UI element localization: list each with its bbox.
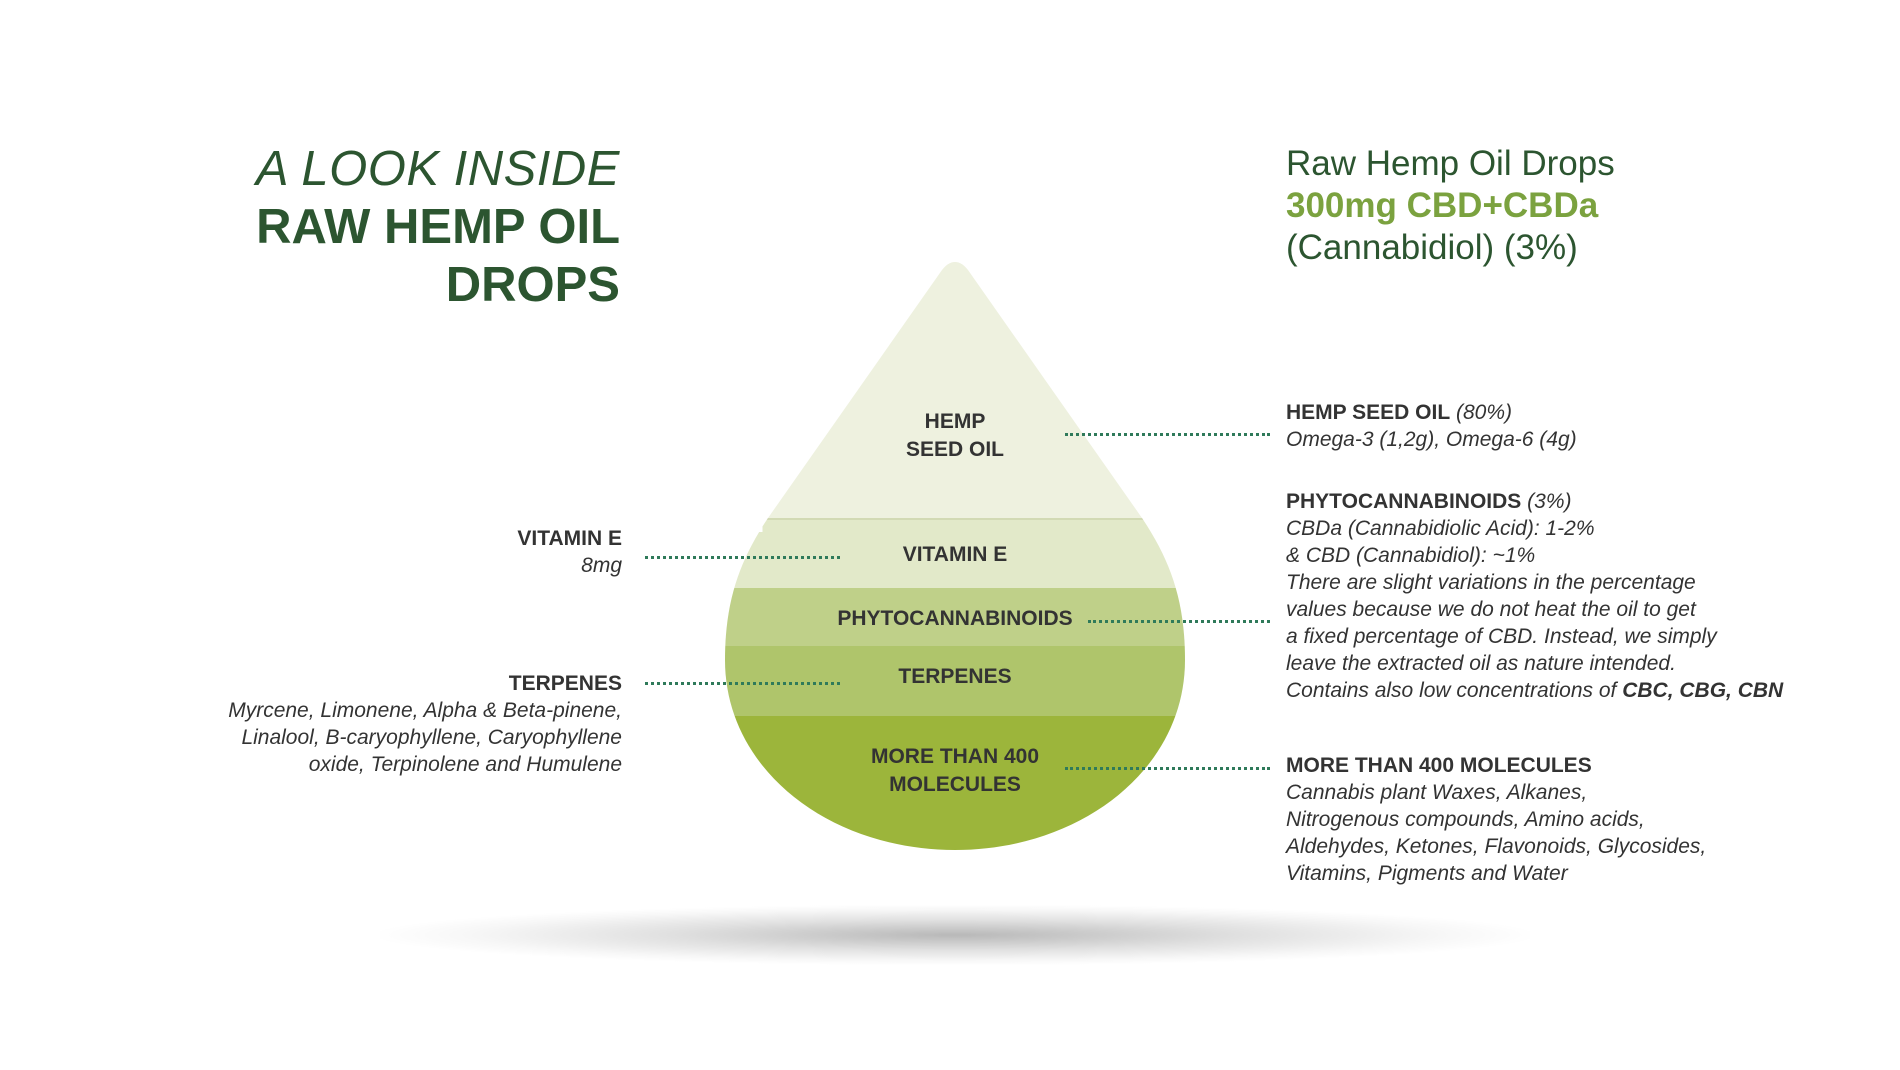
drop-label-molecules-1: MORE THAN 400	[871, 745, 1039, 768]
note-vitamin-e-head: VITAMIN E	[517, 527, 622, 550]
leader-hemp-seed-oil	[1065, 433, 1270, 436]
note-phyto-last-bold: CBC, CBG, CBN	[1622, 679, 1784, 702]
note-phyto-line: values because we do not heat the oil to…	[1286, 598, 1696, 621]
note-molecules-line: Aldehydes, Ketones, Flavonoids, Glycosid…	[1286, 835, 1707, 858]
drop-label-hemp-1: HEMP	[925, 410, 986, 433]
note-molecules-line: Vitamins, Pigments and Water	[1286, 862, 1568, 885]
oil-drop-diagram: HEMP SEED OIL VITAMIN E PHYTOCANNABINOID…	[700, 250, 1210, 860]
heading-title-line1: RAW HEMP OIL	[256, 200, 620, 254]
note-terpenes-line: oxide, Terpinolene and Humulene	[308, 753, 622, 776]
layer-vitamin-e	[725, 520, 1185, 588]
note-phytocannabinoids: PHYTOCANNABINOIDS (3%) CBDa (Cannabidiol…	[1286, 488, 1846, 704]
note-phyto-line: leave the extracted oil as nature intend…	[1286, 652, 1676, 675]
drop-shadow	[380, 905, 1530, 965]
note-terpenes-line: Linalool, B-caryophyllene, Caryophyllene	[241, 726, 622, 749]
note-phyto-line: & CBD (Cannabidiol): ~1%	[1286, 544, 1536, 567]
drop-label-vitamin-e: VITAMIN E	[903, 543, 1008, 566]
leader-phytocannabinoids	[1088, 620, 1270, 623]
note-hemp-desc: Omega-3 (1,2g), Omega-6 (4g)	[1286, 428, 1577, 451]
heading-title-line2: DROPS	[445, 258, 620, 312]
product-subtitle: (Cannabidiol) (3%)	[1286, 228, 1578, 267]
note-molecules-head: MORE THAN 400 MOLECULES	[1286, 754, 1592, 777]
product-name: Raw Hemp Oil Drops	[1286, 144, 1615, 183]
layer-phytocannabinoids	[725, 588, 1185, 646]
note-phyto-line: There are slight variations in the perce…	[1286, 571, 1696, 594]
leader-vitamin-e	[645, 556, 840, 559]
note-hemp-seed-oil: HEMP SEED OIL (80%) Omega-3 (1,2g), Omeg…	[1286, 399, 1806, 453]
product-heading: Raw Hemp Oil Drops 300mg CBD+CBDa (Canna…	[1286, 143, 1806, 269]
note-phyto-head: PHYTOCANNABINOIDS	[1286, 490, 1522, 513]
note-phyto-last-line: Contains also low concentrations of CBC,…	[1286, 677, 1846, 704]
layer-hemp-seed-oil	[725, 262, 1185, 520]
drop-label-phytocannabinoids: PHYTOCANNABINOIDS	[837, 607, 1072, 630]
page-heading: A LOOK INSIDE RAW HEMP OIL DROPS	[180, 140, 620, 314]
note-phyto-last-prefix: Contains also low concentrations of	[1286, 679, 1617, 702]
note-terpenes: TERPENES Myrcene, Limonene, Alpha & Beta…	[160, 670, 622, 778]
note-hemp-head: HEMP SEED OIL	[1286, 401, 1451, 424]
leader-molecules	[1065, 767, 1270, 770]
drop-label-molecules-2: MOLECULES	[889, 773, 1021, 796]
drop-label-hemp-2: SEED OIL	[906, 438, 1004, 461]
note-terpenes-head: TERPENES	[508, 672, 622, 695]
note-hemp-pct: (80%)	[1456, 401, 1513, 424]
note-molecules-line: Cannabis plant Waxes, Alkanes,	[1286, 781, 1588, 804]
note-phyto-line: a fixed percentage of CBD. Instead, we s…	[1286, 625, 1717, 648]
drop-label-terpenes: TERPENES	[898, 665, 1011, 688]
note-terpenes-line: Myrcene, Limonene, Alpha & Beta-pinene,	[228, 699, 622, 722]
heading-kicker: A LOOK INSIDE	[255, 142, 620, 196]
product-strength: 300mg CBD+CBDa	[1286, 186, 1599, 225]
note-molecules: MORE THAN 400 MOLECULES Cannabis plant W…	[1286, 752, 1806, 887]
note-molecules-line: Nitrogenous compounds, Amino acids,	[1286, 808, 1645, 831]
note-vitamin-e-desc: 8mg	[581, 554, 622, 577]
note-phyto-line: CBDa (Cannabidiolic Acid): 1-2%	[1286, 517, 1595, 540]
note-phyto-pct: (3%)	[1527, 490, 1572, 513]
note-vitamin-e: VITAMIN E 8mg	[400, 525, 622, 579]
leader-terpenes	[645, 682, 840, 685]
layer-terpenes	[725, 646, 1185, 716]
